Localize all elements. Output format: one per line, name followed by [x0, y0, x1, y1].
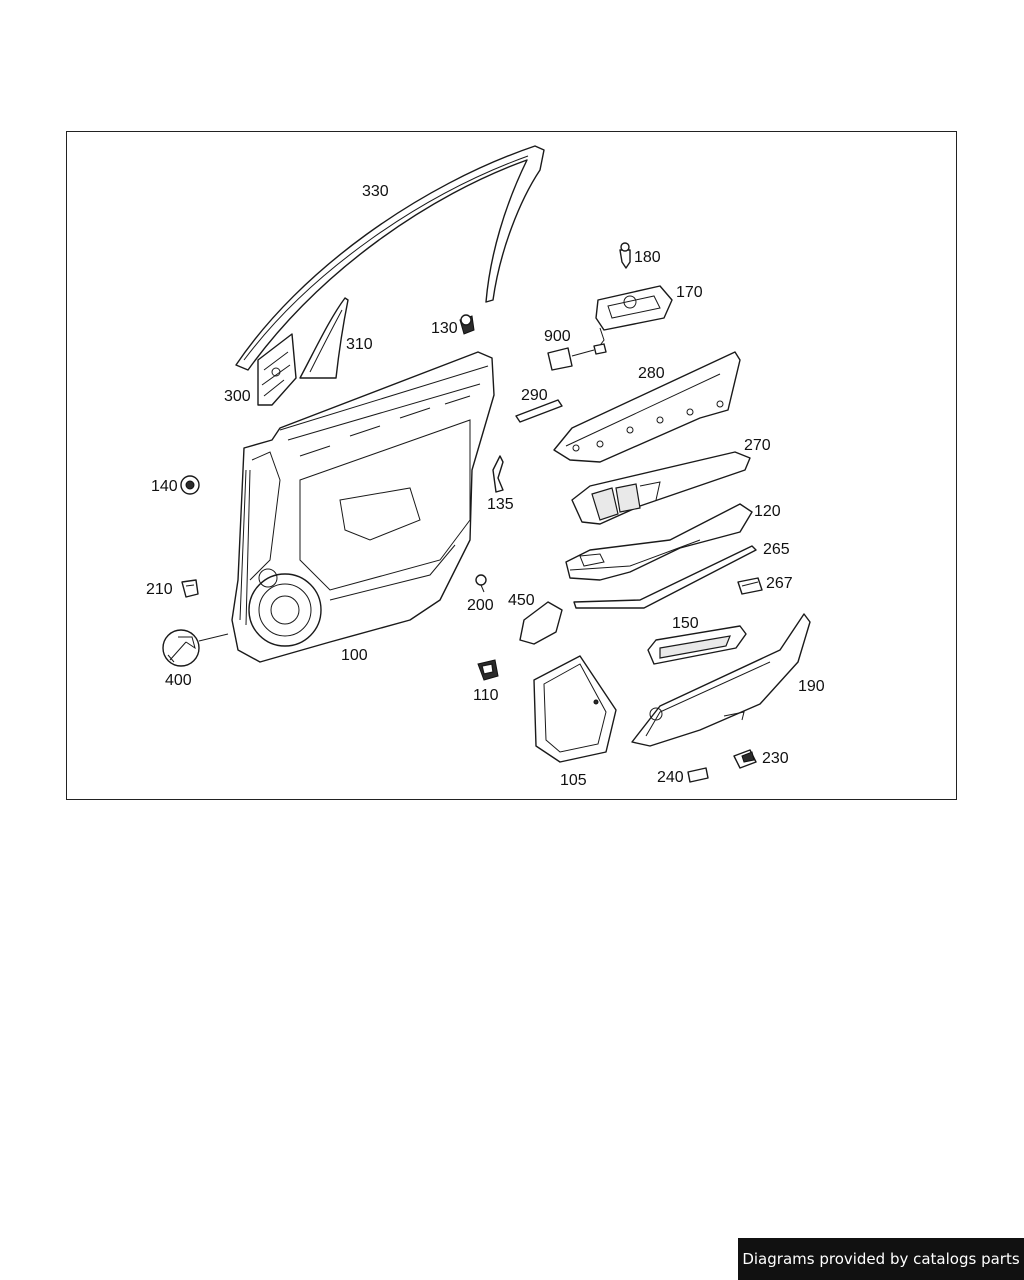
part-300-mirror-bracket	[257, 333, 297, 406]
part-105-pocket-panel	[533, 655, 617, 763]
part-290-trim-strip	[515, 399, 563, 423]
callout-265: 265	[763, 541, 790, 558]
credit-banner: Diagrams provided by catalogs parts	[738, 1238, 1024, 1280]
callout-130: 130	[431, 320, 458, 337]
callout-310: 310	[346, 336, 373, 353]
part-120-armrest	[565, 503, 753, 581]
part-280-trim-panel	[553, 351, 741, 463]
diagram-frame	[66, 131, 957, 800]
part-140-grommet	[180, 475, 200, 495]
callout-900: 900	[544, 328, 571, 345]
callout-100: 100	[341, 647, 368, 664]
part-200-screw	[475, 574, 487, 593]
part-270-armrest-trim	[571, 451, 751, 525]
callout-230: 230	[762, 750, 789, 767]
callout-180: 180	[634, 249, 661, 266]
part-230-handle-pull	[733, 749, 757, 769]
callout-190: 190	[798, 678, 825, 695]
callout-300: 300	[224, 388, 251, 405]
part-210-clip	[181, 579, 199, 598]
part-450-foam-pad	[519, 601, 563, 645]
callout-105: 105	[560, 772, 587, 789]
callout-330: 330	[362, 183, 389, 200]
part-900-control-unit	[547, 343, 607, 371]
callout-135: 135	[487, 496, 514, 513]
part-190-lower-trim	[631, 613, 811, 747]
callout-400: 400	[165, 672, 192, 689]
callout-110: 110	[473, 687, 499, 704]
callout-240: 240	[657, 769, 684, 786]
callout-140: 140	[151, 478, 178, 495]
callout-290: 290	[521, 387, 548, 404]
callout-120: 120	[754, 503, 781, 520]
callout-200: 200	[467, 597, 494, 614]
credit-text: Diagrams provided by catalogs parts	[742, 1250, 1020, 1268]
callout-270: 270	[744, 437, 771, 454]
part-240-plug	[687, 767, 709, 783]
part-267-switch	[737, 577, 763, 595]
part-310-triangle-cover	[299, 297, 349, 379]
part-170-handle-housing	[595, 285, 673, 349]
part-150-handle-insert	[647, 625, 747, 665]
part-100-door-inner-panel	[231, 351, 495, 663]
callout-450: 450	[508, 592, 535, 609]
callout-150: 150	[672, 615, 699, 632]
callout-267: 267	[766, 575, 793, 592]
part-135-bracket	[492, 455, 504, 493]
part-265-trim-strip	[573, 545, 757, 609]
part-400-tool-symbol	[162, 629, 229, 667]
callout-labels: 330 180 170 130 900 310 280 290 300 270 …	[146, 183, 825, 789]
part-330-window-trim	[235, 145, 545, 371]
callout-210: 210	[146, 581, 173, 598]
part-110-clip	[477, 659, 499, 681]
part-180-bulb	[619, 242, 631, 269]
callout-170: 170	[676, 284, 703, 301]
callout-280: 280	[638, 365, 665, 382]
part-130-clip	[459, 314, 475, 335]
